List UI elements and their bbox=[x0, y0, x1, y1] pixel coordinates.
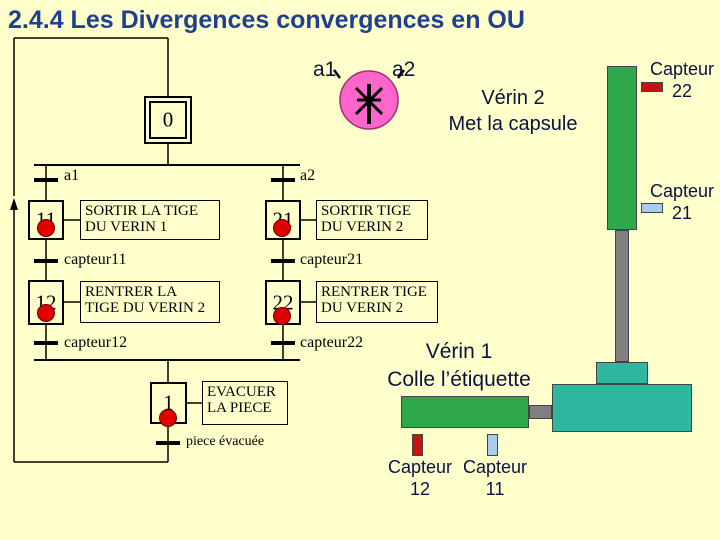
sensor-22-line1: Capteur bbox=[650, 59, 715, 79]
transition-capteur22: capteur22 bbox=[300, 334, 364, 352]
selector-label-a1: a1 bbox=[313, 58, 337, 81]
verin2-line1: Vérin 2 bbox=[481, 87, 545, 109]
action-1-line1: EVACUER bbox=[207, 384, 276, 400]
verin1-cylinder bbox=[401, 396, 529, 428]
step-22-token bbox=[273, 307, 291, 325]
selector-switch[interactable] bbox=[328, 66, 412, 136]
sensor-22-label: Capteur 22 bbox=[650, 58, 714, 102]
transition-piece-evacuee: piece évacuée bbox=[184, 434, 267, 450]
sensor-11-line1: Capteur bbox=[462, 457, 528, 477]
action-22-line1: RENTRER TIGE bbox=[321, 284, 427, 300]
sensor-22-line2: 22 bbox=[672, 81, 693, 101]
verin1-line2: Colle l’étiquette bbox=[387, 368, 531, 391]
selector-label-a2: a2 bbox=[392, 58, 416, 81]
verin2-cylinder bbox=[607, 66, 637, 230]
sensor-11-line2: 11 bbox=[485, 479, 505, 499]
sensor-12-label: Capteur 12 bbox=[380, 456, 460, 500]
action-11-line1: SORTIR LA TIGE bbox=[85, 203, 198, 219]
action-step-21: SORTIR TIGE DU VERIN 2 bbox=[316, 200, 428, 240]
action-step-22: RENTRER TIGE DU VERIN 2 bbox=[316, 281, 438, 323]
action-22-line2: DU VERIN 2 bbox=[321, 300, 404, 316]
verin2-head bbox=[552, 384, 692, 432]
step-11-token bbox=[37, 219, 55, 237]
verin2-rod bbox=[615, 230, 629, 362]
action-21-line2: DU VERIN 2 bbox=[321, 219, 404, 235]
verin1-label: Vérin 1 Colle l’étiquette bbox=[366, 338, 552, 394]
action-11-line2: DU VERIN 1 bbox=[85, 219, 168, 235]
page-title: 2.4.4 Les Divergences convergences en OU bbox=[8, 6, 525, 34]
sensor-11-indicator bbox=[487, 434, 498, 456]
step-0: 0 bbox=[144, 96, 192, 144]
sensor-21-line1: Capteur bbox=[650, 181, 715, 201]
sensor-11-label: Capteur 11 bbox=[455, 456, 535, 500]
transition-a1: a1 bbox=[64, 167, 80, 184]
action-step-1: EVACUER LA PIECE bbox=[202, 381, 288, 425]
action-step-11: SORTIR LA TIGE DU VERIN 1 bbox=[80, 200, 220, 240]
action-12-line1: RENTRER LA bbox=[85, 284, 178, 300]
sensor-21-line2: 21 bbox=[672, 203, 693, 223]
sensor-22-indicator bbox=[641, 82, 663, 92]
action-12-line2: TIGE DU VERIN 2 bbox=[85, 300, 206, 316]
action-21-line1: SORTIR TIGE bbox=[321, 203, 412, 219]
sensor-21-indicator bbox=[641, 203, 663, 213]
step-21-token bbox=[273, 219, 291, 237]
transition-capteur21: capteur21 bbox=[300, 251, 364, 269]
verin2-line2: Met la capsule bbox=[448, 113, 578, 135]
sensor-12-line2: 12 bbox=[409, 479, 431, 499]
verin2-label: Vérin 2 Met la capsule bbox=[430, 85, 596, 137]
step-1-token bbox=[159, 409, 177, 427]
sensor-21-label: Capteur 21 bbox=[650, 180, 714, 224]
step-0-number: 0 bbox=[162, 107, 174, 132]
transition-a2: a2 bbox=[300, 167, 316, 184]
action-1-line2: LA PIECE bbox=[207, 400, 272, 416]
transition-capteur12: capteur12 bbox=[64, 334, 128, 352]
step-12-token bbox=[37, 304, 55, 322]
sensor-12-indicator bbox=[412, 434, 423, 456]
verin2-head-top bbox=[596, 362, 648, 384]
transition-capteur11: capteur11 bbox=[64, 251, 127, 269]
verin1-rod bbox=[529, 405, 552, 419]
action-step-12: RENTRER LA TIGE DU VERIN 2 bbox=[80, 281, 220, 323]
step-1-number: 1 bbox=[163, 390, 174, 415]
sensor-12-line1: Capteur bbox=[387, 457, 453, 477]
verin1-line1: Vérin 1 bbox=[425, 340, 493, 363]
